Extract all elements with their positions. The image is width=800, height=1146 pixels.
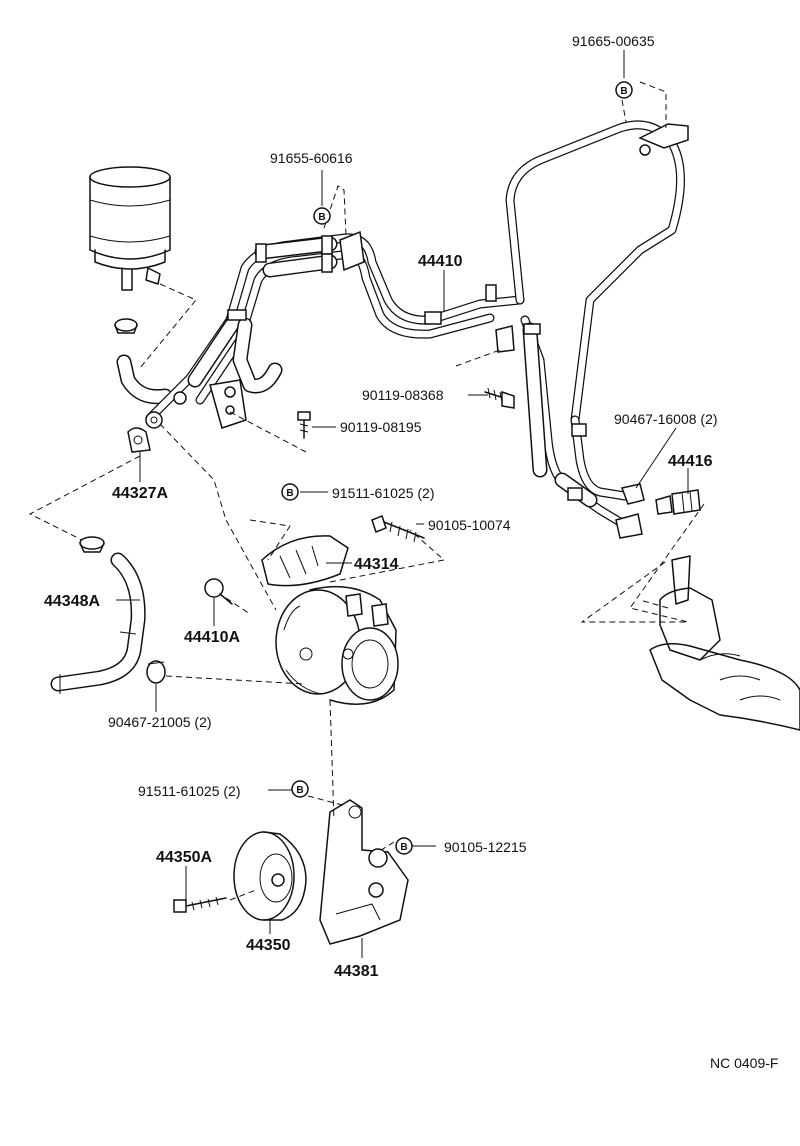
- badge-b-1: B: [615, 81, 633, 99]
- pump-bracket-44381: [319, 799, 409, 945]
- short-return-hose: [116, 354, 173, 405]
- clip-90467-16008: [615, 483, 645, 539]
- label-44314: 44314: [354, 556, 399, 573]
- badge-b-3: B: [281, 483, 299, 501]
- stud-44410A: [204, 578, 233, 605]
- hose-clamp-44327A: [127, 427, 151, 453]
- badge-b-4-text: B: [296, 785, 303, 796]
- label-91665-00635: 91665-00635: [572, 33, 655, 49]
- badge-b-1-text: B: [620, 86, 627, 97]
- badge-b-5: B: [395, 837, 413, 855]
- figure-code: NC 0409-F: [710, 1055, 778, 1071]
- assembly-dashed-lines: [28, 81, 705, 901]
- hose-clamp-lower: [146, 660, 166, 684]
- label-44348A: 44348A: [44, 593, 100, 610]
- reservoir-tank: [89, 166, 171, 291]
- label-90467-21005: 90467-21005 (2): [108, 714, 212, 730]
- bolt-44350A: [173, 896, 227, 913]
- label-91511-61025-bottom: 91511-61025 (2): [138, 783, 240, 799]
- label-44381: 44381: [334, 963, 379, 980]
- badge-b-4: B: [291, 780, 309, 798]
- label-90467-16008: 90467-16008 (2): [614, 411, 718, 427]
- label-90119-08195: 90119-08195: [340, 419, 422, 435]
- badge-b-2-text: B: [318, 212, 325, 223]
- pipe-brackets: [209, 123, 689, 429]
- rubber-hose-sections: [187, 236, 598, 508]
- label-90105-12215: 90105-12215: [444, 839, 527, 855]
- hose-clamp-left: [79, 536, 105, 553]
- pipe-clamp-bands: [227, 235, 587, 501]
- label-44410: 44410: [418, 253, 463, 270]
- power-steering-pump: [275, 585, 399, 705]
- label-90105-10074: 90105-10074: [428, 517, 511, 533]
- bolt-90119-08195: [297, 411, 311, 439]
- label-44350A: 44350A: [156, 849, 212, 866]
- badge-b-2: B: [313, 207, 331, 225]
- label-44416: 44416: [668, 453, 713, 470]
- badge-b-5-text: B: [400, 842, 407, 853]
- return-hose-44348A: [50, 552, 146, 694]
- label-44410A: 44410A: [184, 629, 240, 646]
- pulley-44350: [233, 831, 307, 921]
- label-44350: 44350: [246, 937, 291, 954]
- leader-lines: [116, 50, 689, 958]
- steering-gear: [649, 555, 800, 731]
- label-44327A: 44327A: [112, 485, 168, 502]
- label-91511-61025-top: 91511-61025 (2): [332, 485, 434, 501]
- hose-clamp-upper: [114, 318, 138, 334]
- label-90119-08368: 90119-08368: [362, 387, 444, 403]
- banjo-fitting: [145, 391, 187, 429]
- union-44416: [655, 489, 701, 515]
- label-91655-60616: 91655-60616: [270, 150, 353, 166]
- heat-insulator-44314: [261, 535, 349, 587]
- bolt-90105-10074: [371, 515, 425, 543]
- bolt-90119-08368: [484, 387, 515, 409]
- badge-b-3-text: B: [286, 488, 293, 499]
